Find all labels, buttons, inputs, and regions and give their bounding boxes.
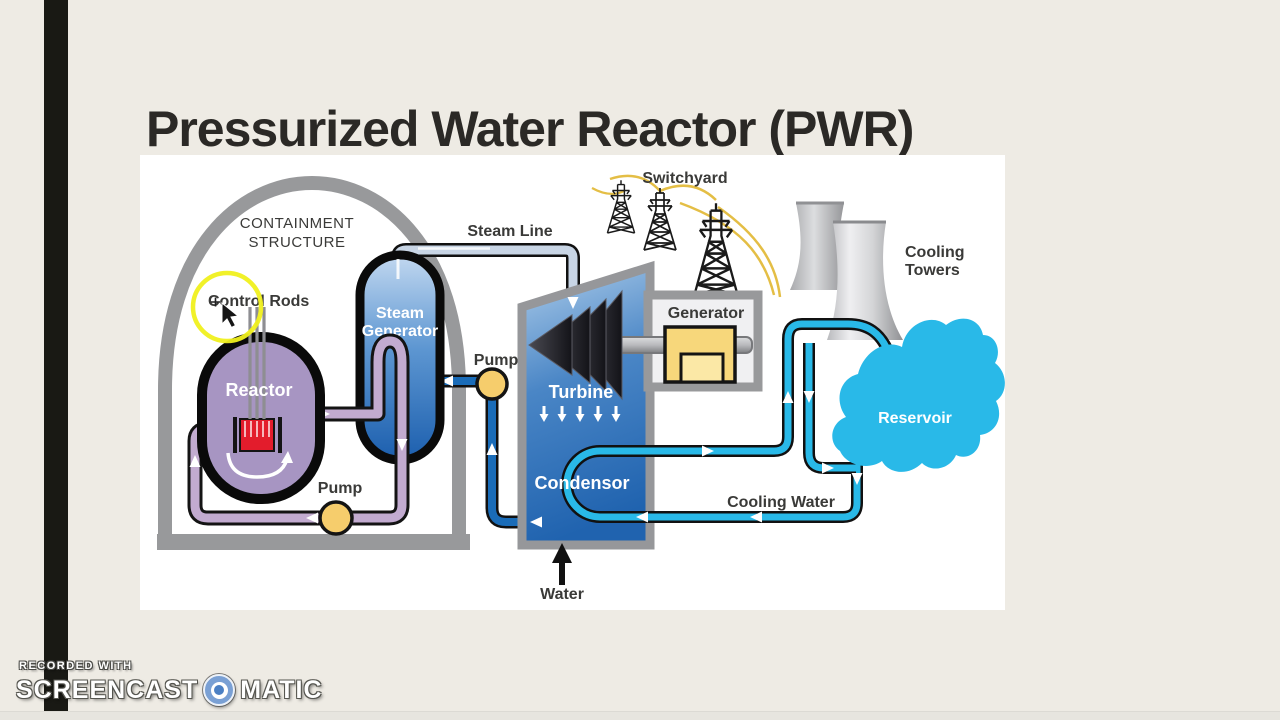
control-rods-callout: Control Rods	[190, 270, 309, 344]
feedwater-pump-label: Pump	[474, 352, 519, 369]
primary-pump-icon	[318, 500, 354, 536]
steam-generator-label-line2: Generator	[362, 323, 438, 340]
highlight-circle	[190, 270, 264, 344]
water-label: Water	[540, 586, 584, 603]
water-inlet: Water	[540, 543, 584, 603]
steam-generator-label-line1: Steam	[376, 305, 424, 322]
feedwater-pump: Pump	[474, 352, 519, 401]
reactor: Reactor	[197, 307, 325, 504]
screencast-o-matic-logo-icon	[203, 674, 236, 706]
primary-loop-pipe	[187, 333, 410, 526]
generator-label: Generator	[668, 305, 744, 322]
transmission-tower-icon	[643, 187, 677, 251]
turbine-blades-icon	[528, 289, 623, 401]
primary-pump: Pump	[318, 480, 363, 536]
cooling-towers-label-line2: Towers	[905, 262, 960, 279]
cooling-water-label: Cooling Water	[727, 494, 835, 511]
primary-pump-label: Pump	[318, 480, 363, 497]
film-strip-bar	[44, 0, 68, 720]
turbine-label: Turbine	[549, 382, 614, 402]
pwr-diagram-panel: CONTAINMENT STRUCTURE Steam Line Switchy…	[140, 155, 1005, 610]
containment-label-line1: CONTAINMENT	[240, 215, 354, 232]
condensor-label: Condensor	[534, 473, 629, 493]
cursor-sparkle-icon	[211, 297, 220, 307]
reactor-label: Reactor	[225, 380, 292, 400]
water-arrow-icon	[552, 543, 572, 585]
screencast-watermark: RECORDED WITH SCREENCAST MATIC	[16, 660, 323, 706]
watermark-recorded-with: RECORDED WITH	[19, 660, 133, 672]
cooling-tower-front	[827, 222, 903, 340]
turbine-condensor-panel	[517, 260, 655, 550]
feedwater-pump-icon	[475, 367, 509, 401]
turbine-shaft-assembly	[528, 289, 753, 401]
watermark-brand-left: SCREENCAST	[16, 675, 199, 704]
containment-floor	[157, 534, 470, 550]
turbine-condensor	[517, 260, 655, 550]
switchyard: Switchyard	[591, 170, 782, 298]
video-frame-bottom-strip	[0, 711, 1280, 720]
generator-unit-inner	[679, 352, 725, 384]
reservoir: Reservoir	[832, 318, 1005, 472]
turbine-condensor-labels: Turbine Condensor	[534, 382, 629, 493]
switchyard-label: Switchyard	[642, 170, 727, 187]
watermark-brand-right: MATIC	[240, 675, 323, 704]
reservoir-water	[832, 318, 1005, 472]
steam-line-label: Steam Line	[467, 223, 552, 240]
page-title: Pressurized Water Reactor (PWR)	[146, 100, 914, 157]
mouse-cursor-icon	[221, 301, 240, 329]
pwr-diagram: CONTAINMENT STRUCTURE Steam Line Switchy…	[157, 170, 1005, 603]
containment-label-line2: STRUCTURE	[249, 234, 346, 251]
reservoir-label: Reservoir	[878, 410, 952, 427]
transmission-tower-icon	[606, 179, 636, 234]
cooling-towers-label-line1: Cooling	[905, 244, 965, 261]
cooling-towers: Cooling Towers	[790, 201, 965, 340]
